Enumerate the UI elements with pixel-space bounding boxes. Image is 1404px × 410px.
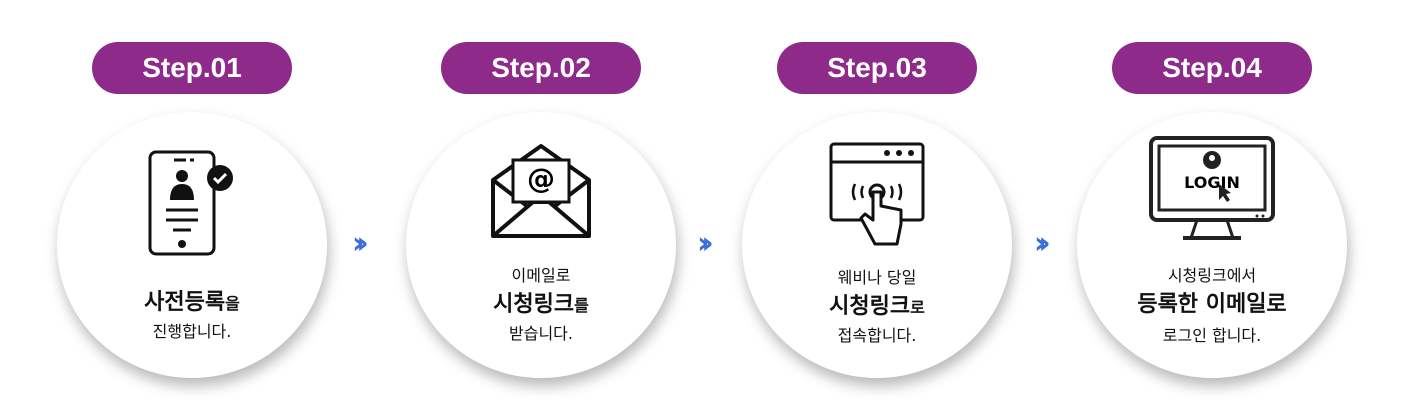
next-arrow-icon: ›› — [352, 226, 368, 261]
step-badge: Step.02 — [441, 42, 641, 94]
step-text-main: 시청링크를 — [493, 292, 589, 317]
step-badge: Step.03 — [777, 42, 977, 94]
monitor-login-icon: LOGIN — [1149, 136, 1275, 240]
step-text-line1: 이메일로 — [511, 266, 571, 285]
step-text-line3: 로그인 합니다. — [1162, 326, 1262, 345]
step-circle — [406, 112, 676, 378]
step-text-main: 사전등록을 — [144, 290, 240, 315]
step-text-line1: 웨비나 당일 — [837, 268, 917, 287]
step-3: Step.03 웨비나 당일 시청링크로 접속합니다. — [727, 0, 1027, 410]
next-arrow-icon: ›› — [1034, 226, 1050, 261]
step-badge: Step.04 — [1112, 42, 1312, 94]
step-text-main: 등록한 이메일로 — [1137, 292, 1287, 317]
step-2: Step.02 @ 이메일로 시청링크를 받습니다. — [391, 0, 691, 410]
next-arrow-icon: ›› — [697, 226, 713, 261]
step-circle — [57, 112, 327, 378]
step-text-line3: 접속합니다. — [837, 326, 917, 345]
open-envelope-at-icon: @ — [491, 144, 591, 238]
step-badge: Step.01 — [92, 42, 292, 94]
step-text-line1: 시청링크에서 — [1167, 266, 1257, 285]
step-4: Step.04 LOGIN 시청링크에서 등록한 이메일로 로그인 합니다. — [1062, 0, 1362, 410]
step-1: Step.01 사전등록을 진행합니다. — [42, 0, 342, 410]
tablet-profile-check-icon — [148, 150, 233, 256]
svg-text:@: @ — [527, 162, 555, 195]
step-text-main: 시청링크로 — [829, 294, 925, 319]
step-text-line3: 진행합니다. — [152, 322, 232, 341]
browser-touch-icon — [829, 142, 925, 246]
svg-text:LOGIN: LOGIN — [1184, 173, 1240, 192]
step-text-line3: 받습니다. — [509, 324, 573, 343]
